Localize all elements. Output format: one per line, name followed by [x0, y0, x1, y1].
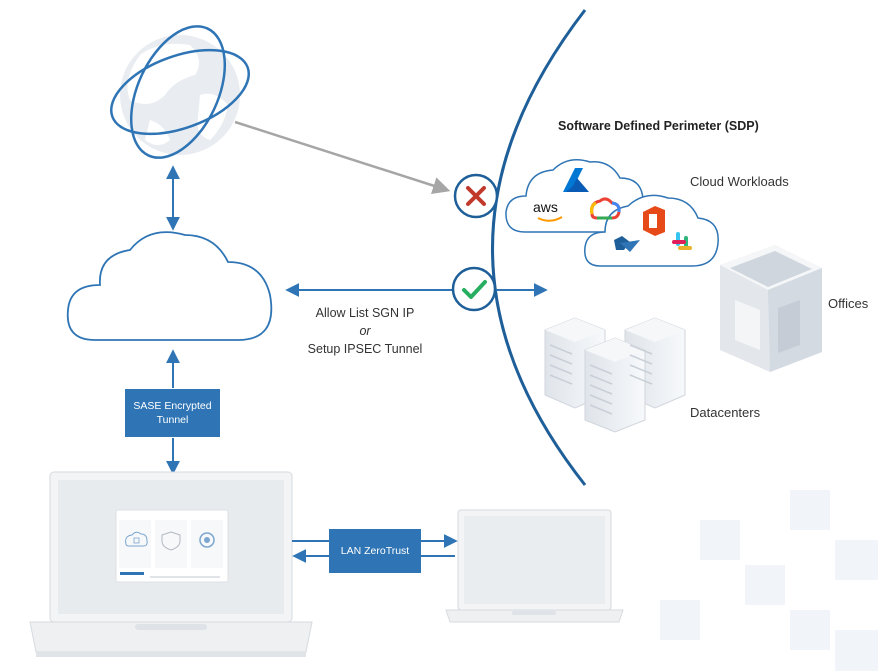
bg-tile — [790, 490, 830, 530]
server-rack-icon — [544, 317, 686, 433]
sase-tunnel-box: SASE Encrypted Tunnel — [125, 389, 220, 437]
bg-tile — [745, 565, 785, 605]
allow-icon — [451, 266, 497, 312]
aws-label: aws — [533, 199, 558, 215]
gear-icon — [199, 532, 215, 548]
deny-icon — [453, 173, 499, 219]
cloud-workloads-group — [505, 159, 719, 267]
bg-tile — [835, 630, 878, 671]
allow-list-label: Allow List SGN IP or Setup IPSEC Tunnel — [300, 304, 430, 358]
sase-line-1: SASE Encrypted — [133, 400, 212, 412]
globe-icon — [109, 25, 251, 159]
laptop-icon — [445, 509, 624, 623]
offices-label: Offices — [828, 296, 869, 311]
aws-icon — [537, 216, 563, 222]
bg-tile — [660, 600, 700, 640]
allow-line-1: Allow List SGN IP — [315, 306, 415, 320]
allow-line-2: or — [359, 324, 371, 338]
bg-tile — [790, 610, 830, 650]
gcp-icon — [590, 197, 621, 220]
cloud-workloads-label: Cloud Workloads — [690, 174, 789, 189]
bg-tile — [700, 520, 740, 560]
office-icon — [643, 206, 665, 236]
bg-tile — [835, 540, 878, 580]
lock-icon — [125, 531, 148, 547]
sdp-title: Software Defined Perimeter (SDP) — [558, 119, 759, 133]
datacenters-label: Datacenters — [690, 405, 761, 420]
blocked-path-arrow — [234, 120, 451, 195]
slack-icon — [672, 232, 692, 250]
perimeter-arc — [491, 9, 587, 486]
azure-icon — [563, 168, 589, 192]
cloud-icon — [66, 231, 273, 341]
kubernetes-icon — [614, 236, 640, 252]
shield-icon — [161, 531, 181, 551]
office-building-icon — [720, 245, 822, 372]
sase-line-2: Tunnel — [156, 414, 189, 426]
allow-line-3: Setup IPSEC Tunnel — [307, 342, 423, 356]
laptop-icon — [29, 471, 313, 657]
lan-zerotrust-box: LAN ZeroTrust — [329, 529, 421, 573]
